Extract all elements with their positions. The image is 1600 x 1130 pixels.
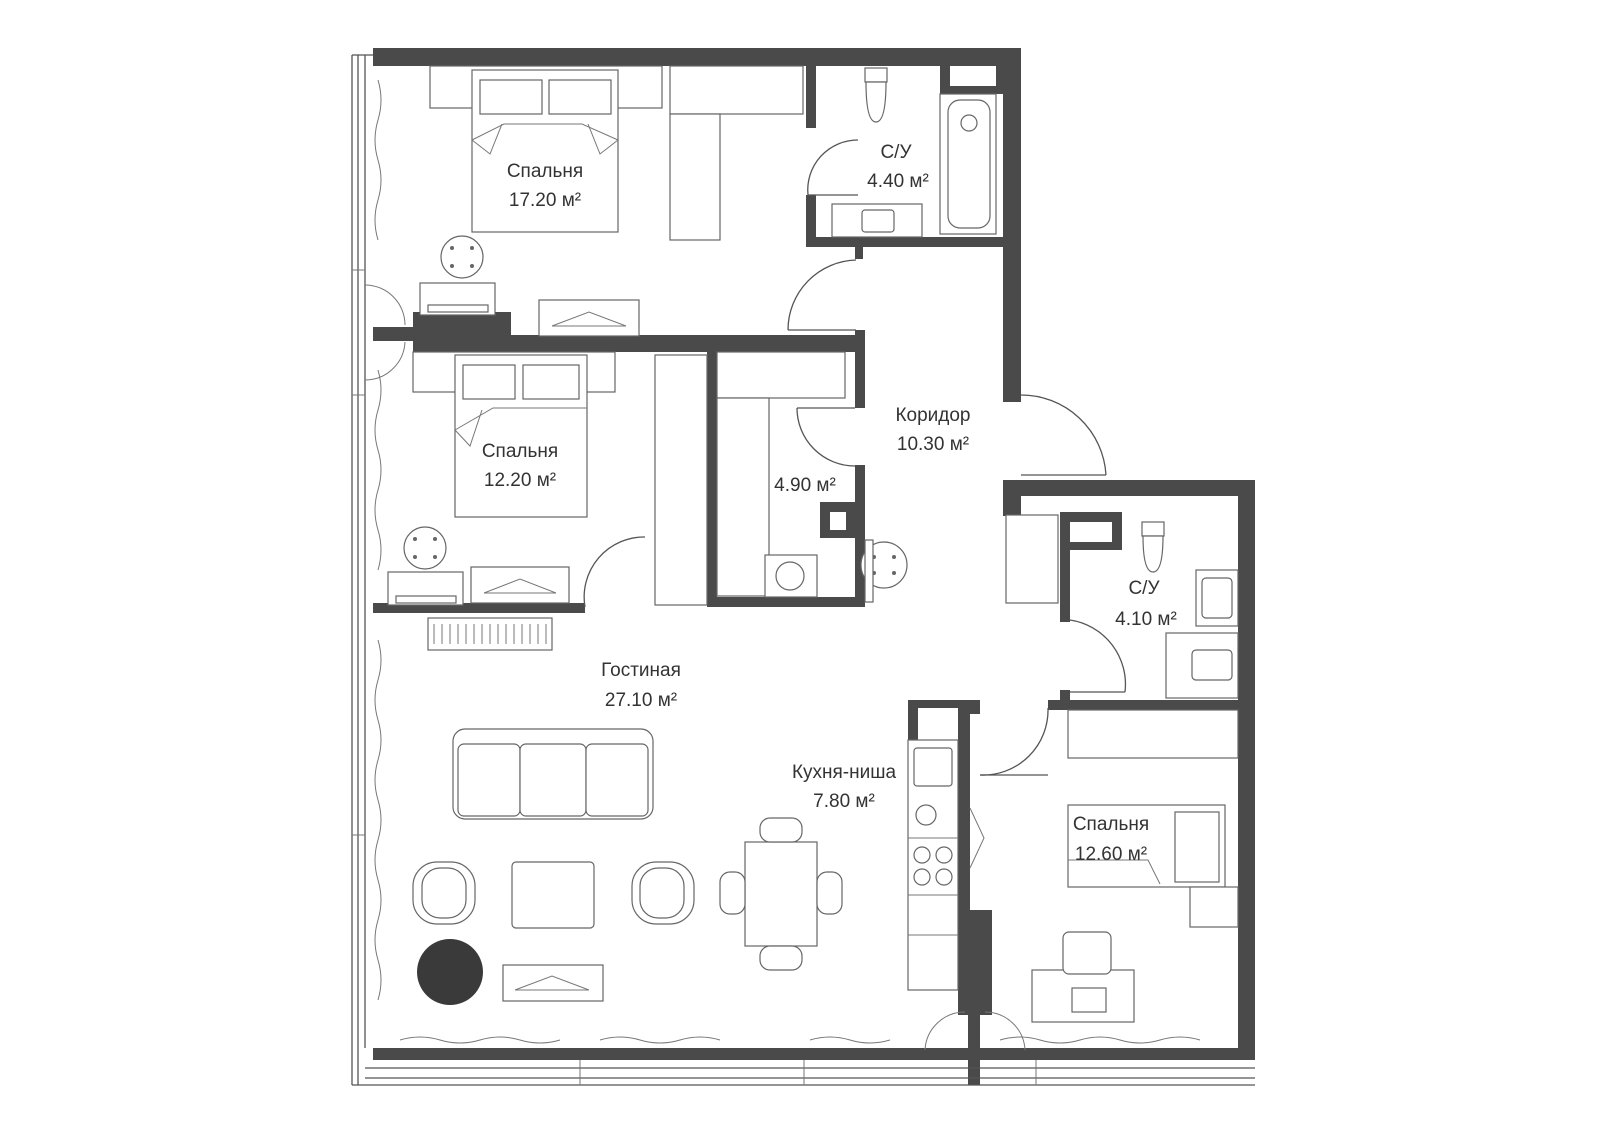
room-bathroom-2-name: С/У <box>1128 578 1160 599</box>
room-bathroom-1-area: 4.40 м² <box>867 171 929 192</box>
furniture-corridor <box>860 514 1059 604</box>
room-living-name: Гостиная <box>601 660 681 681</box>
furniture-living <box>412 617 843 1005</box>
room-bathroom-1-name: С/У <box>880 142 912 163</box>
furniture-bedroom-3 <box>1031 709 1239 1023</box>
room-kitchen-name: Кухня-ниша <box>792 762 897 783</box>
windows <box>351 54 1255 1086</box>
doors <box>583 139 1127 776</box>
room-bedroom-3-area: 12.60 м² <box>1075 844 1147 865</box>
room-kitchen-area: 7.80 м² <box>813 791 875 812</box>
furniture-bedroom-2 <box>387 351 846 606</box>
room-closet-area: 4.90 м² <box>774 475 836 496</box>
furniture-bathroom-2 <box>1141 521 1239 699</box>
walls <box>373 48 1255 1085</box>
furniture-kitchen <box>907 739 985 991</box>
furniture-bathroom-1 <box>831 67 997 238</box>
room-bedroom-2-name: Спальня <box>482 441 558 462</box>
room-bedroom-1-name: Спальня <box>507 161 583 182</box>
room-bedroom-2-area: 12.20 м² <box>484 470 556 491</box>
room-labels: Спальня 17.20 м² С/У 4.40 м² Спальня 12.… <box>482 142 1177 865</box>
room-bedroom-3-name: Спальня <box>1073 814 1149 835</box>
room-living-area: 27.10 м² <box>605 690 677 711</box>
room-bedroom-1-area: 17.20 м² <box>509 190 581 211</box>
furniture-bedroom-1 <box>419 65 804 337</box>
room-corridor-name: Коридор <box>895 405 970 426</box>
room-corridor-area: 10.30 м² <box>897 434 969 455</box>
room-bathroom-2-area: 4.10 м² <box>1115 609 1177 630</box>
